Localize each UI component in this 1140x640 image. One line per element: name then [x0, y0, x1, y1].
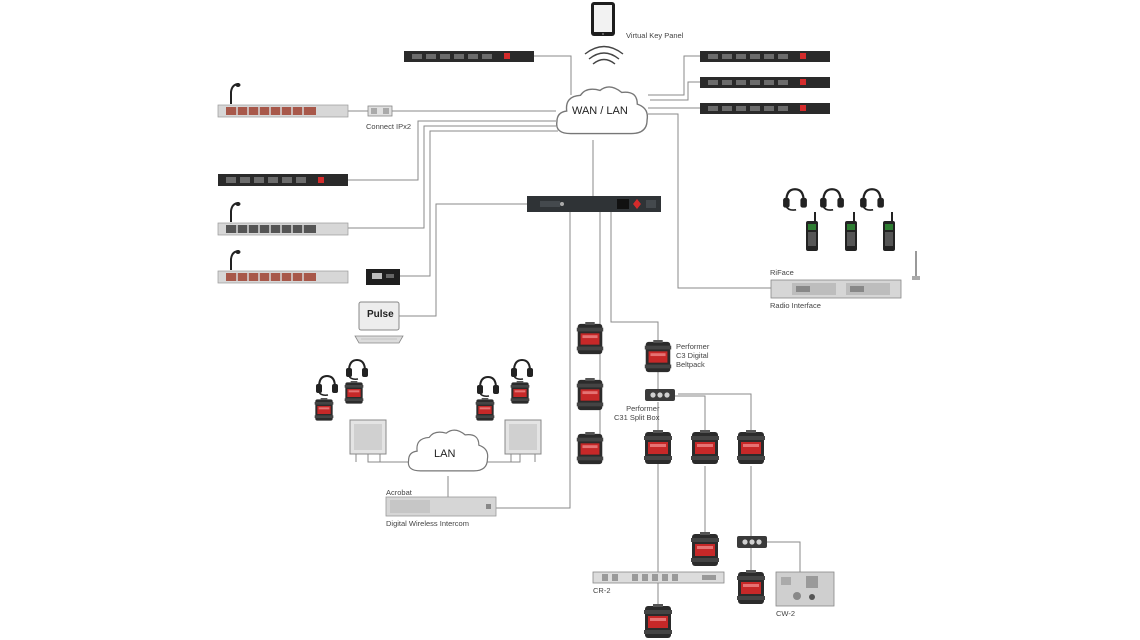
label-performer-c3: Performer C3 Digital Beltpack	[676, 342, 710, 369]
performer-c3-beltpack	[644, 340, 672, 373]
key-panel-with-gooseneck-2	[217, 202, 349, 236]
key-panel-top-right-3	[700, 103, 830, 114]
label-cr2: CR-2	[593, 586, 611, 595]
central-matrix-frame	[527, 196, 661, 212]
key-panel-top-right-1	[700, 51, 830, 62]
headsets-with-radios	[782, 188, 895, 251]
wireless-beltpack-4	[510, 381, 530, 404]
performer-c31-split-box	[645, 389, 675, 401]
wifi-icon	[584, 45, 624, 65]
beltpack-4	[644, 430, 672, 464]
key-panel-with-gooseneck-3	[217, 250, 349, 284]
key-panel-top-left	[404, 51, 534, 62]
label-cw2: CW-2	[776, 609, 796, 618]
label-acrobat: Acrobat	[386, 488, 412, 497]
beltpack-8	[737, 570, 765, 604]
connection-lines	[348, 55, 801, 606]
label-virtual-key-panel: Virtual Key Panel	[626, 31, 684, 40]
beltpack-9	[644, 604, 672, 638]
virtual-key-panel-tablet	[591, 2, 615, 36]
wireless-beltpack-1	[314, 398, 334, 421]
wireless-beltpack-2	[344, 381, 364, 404]
key-panel-with-gooseneck-1	[217, 83, 349, 118]
beltpack-5	[691, 430, 719, 464]
key-panel-top-right-2	[700, 77, 830, 88]
beltpack-3	[576, 432, 604, 465]
label-digital-wireless-intercom: Digital Wireless Intercom	[386, 519, 469, 528]
riface-radio-interface	[770, 251, 920, 299]
wireless-headset-3	[476, 376, 500, 398]
cr2-device	[592, 571, 725, 584]
cw2-device	[775, 571, 835, 607]
label-radio-interface: Radio Interface	[770, 301, 821, 310]
beltpack-6	[737, 430, 765, 464]
label-riface: RiFace	[770, 268, 794, 277]
beltpack-7	[691, 532, 719, 566]
label-lan: LAN	[434, 448, 456, 460]
key-panel-dark-left	[218, 174, 348, 186]
wireless-headset-2	[345, 359, 369, 381]
label-connect-ipx2: Connect IPx2	[366, 122, 412, 131]
label-performer-c31: Performer C31 Split Box	[614, 404, 660, 422]
wireless-antenna-right	[504, 419, 542, 462]
beltpack-2	[576, 378, 604, 411]
pulse-computer	[354, 301, 404, 344]
connect-ipx2-device	[367, 105, 393, 117]
label-pulse: Pulse	[367, 309, 394, 320]
beltpack-1	[576, 322, 604, 355]
wireless-headset-1	[315, 375, 339, 397]
label-wan-lan: WAN / LAN	[572, 105, 628, 117]
split-box-2	[737, 536, 767, 548]
acrobat-device	[385, 496, 497, 517]
interface-box-black	[366, 269, 400, 285]
wireless-beltpack-3	[475, 398, 495, 421]
wireless-headset-4	[510, 359, 534, 381]
